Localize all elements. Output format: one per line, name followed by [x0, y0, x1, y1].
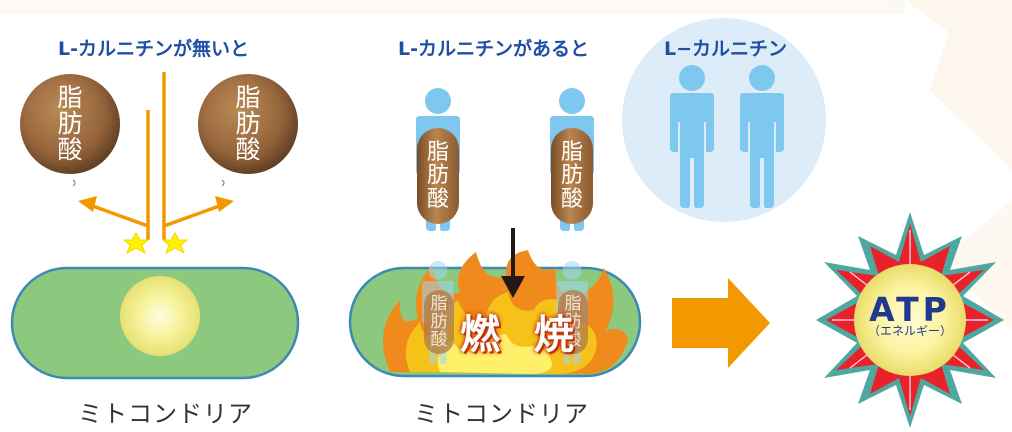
fatty-acid-char: 脂 — [426, 140, 449, 166]
fatty-acid-char: 肪 — [235, 108, 261, 138]
fatty-acid-label: 脂 肪 酸 — [198, 74, 298, 174]
burning-fatty-acid-label: 脂 肪 酸 — [558, 290, 588, 356]
fatty-acid-char: 脂 — [560, 140, 583, 166]
motion-marks — [72, 179, 225, 187]
fatty-acid-char: 肪 — [560, 163, 583, 189]
bounce-lines — [89, 72, 223, 240]
spark-icon — [161, 231, 189, 255]
fatty-acid-label: 脂 肪 酸 — [417, 128, 459, 224]
fatty-acid-label: 脂 肪 酸 — [551, 128, 593, 224]
fatty-acid-char: 脂 — [57, 82, 83, 112]
fatty-acid-char: 脂 — [430, 294, 448, 315]
mitochondria-caption-right: ミトコンドリア — [414, 400, 589, 428]
burning-fatty-acid-label: 脂 肪 酸 — [424, 290, 454, 356]
heading-carnitine: L−カルニチン — [664, 38, 788, 60]
fatty-acid-char: 脂 — [564, 294, 582, 315]
fatty-acid-char: 脂 — [235, 82, 261, 112]
fatty-acid-ball: 脂 肪 酸 — [20, 74, 120, 174]
fatty-acid-char: 肪 — [430, 312, 448, 333]
carnitine-circle — [622, 18, 826, 222]
background-pattern — [0, 0, 1012, 330]
arrow-right-icon — [672, 278, 770, 368]
heading-without-carnitine: L-カルニチンが無いと — [58, 38, 249, 60]
spark-icons — [122, 231, 189, 255]
mitochondria-caption-left: ミトコンドリア — [78, 400, 253, 428]
fatty-acid-char: 酸 — [564, 329, 582, 350]
fatty-acid-char: 肪 — [57, 108, 83, 138]
fatty-acid-char: 肪 — [426, 163, 449, 189]
carried-fatty-acid: 脂 肪 酸 — [417, 128, 459, 224]
arrow-left-icon — [78, 196, 97, 212]
bounce-arrowheads — [78, 196, 234, 212]
fatty-acid-char: 酸 — [560, 186, 583, 212]
carried-fatty-acid: 脂 肪 酸 — [551, 128, 593, 224]
spark-icon — [122, 231, 150, 255]
fatty-acid-label: 脂 肪 酸 — [20, 74, 120, 174]
star-burst-icon — [816, 212, 1004, 428]
fatty-acid-ball: 脂 肪 酸 — [198, 74, 298, 174]
fatty-acid-char: 酸 — [426, 186, 449, 212]
fatty-acid-char: 酸 — [430, 329, 448, 350]
burn-label: 燃 焼 — [460, 312, 584, 358]
heading-with-carnitine: L-カルニチンがあると — [398, 38, 589, 60]
arrow-right-icon — [215, 196, 234, 212]
energy-glow — [120, 276, 200, 356]
fatty-acid-char: 酸 — [235, 135, 261, 165]
ghost-fatty-acids — [424, 290, 588, 354]
fatty-acid-char: 酸 — [57, 135, 83, 165]
down-arrow-icon — [501, 228, 525, 298]
fatty-acid-char: 肪 — [564, 312, 582, 333]
atp-sub-label: （エネルギー） — [867, 324, 952, 338]
atp-label: ATP — [869, 290, 951, 329]
